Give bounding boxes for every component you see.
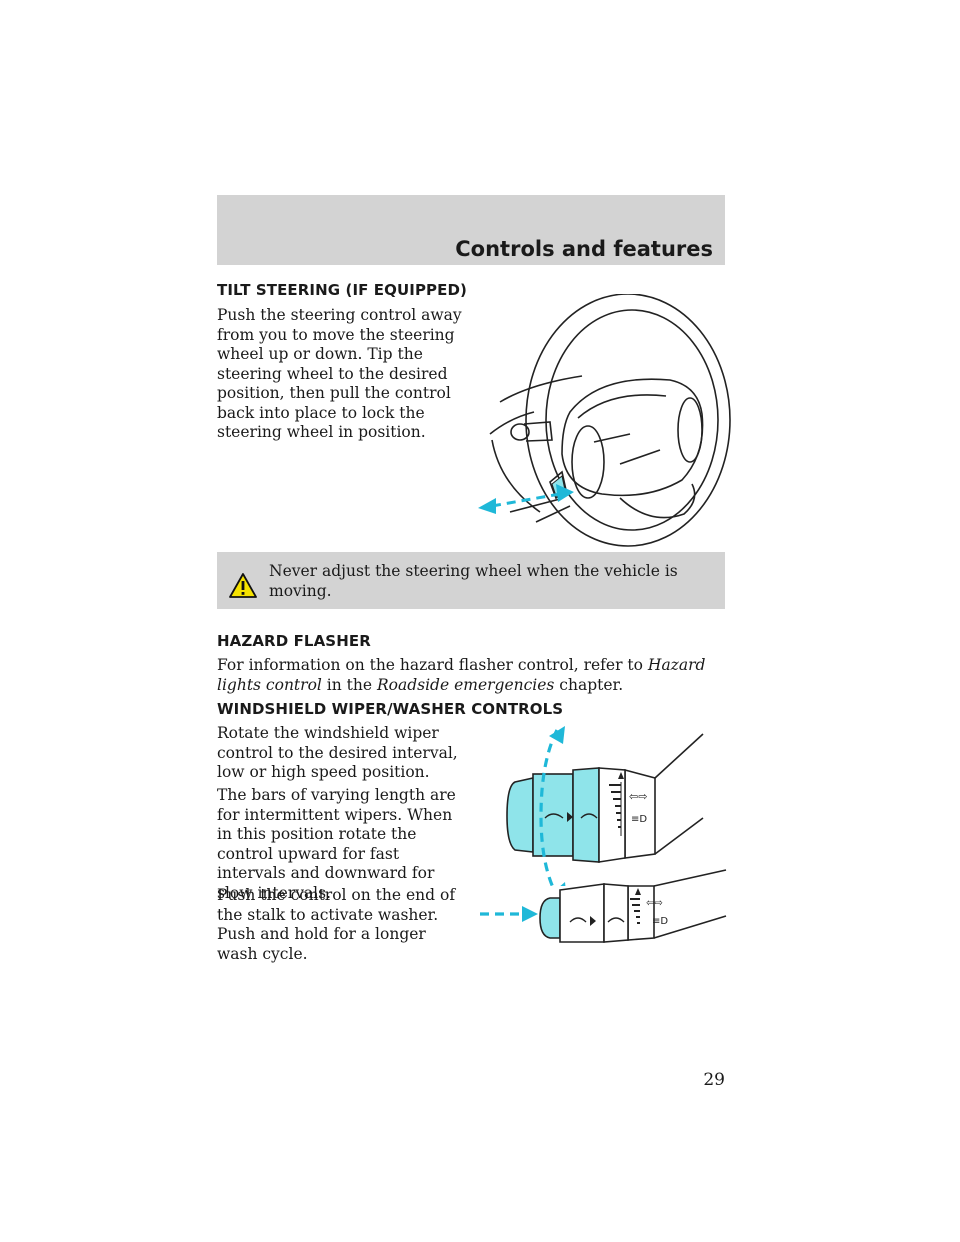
tilt-heading: TILT STEERING (IF EQUIPPED) xyxy=(217,281,467,299)
svg-text:≡D: ≡D xyxy=(652,916,668,927)
hazard-intro: For information on the hazard flasher co… xyxy=(217,656,648,674)
hazard-end: chapter. xyxy=(554,675,624,694)
svg-text:⇦⇨: ⇦⇨ xyxy=(629,790,647,803)
section-header: Controls and features xyxy=(217,195,725,265)
svg-text:≡D: ≡D xyxy=(631,814,647,825)
wiper-rotate-illustration: ⇦⇨ ≡D xyxy=(506,726,704,886)
page-number: 29 xyxy=(703,1070,725,1090)
wiper-push-illustration: ⇦⇨ ≡D xyxy=(480,869,727,943)
wiper-para-3: Push the control on the end of the stalk… xyxy=(217,886,456,963)
section-title: Controls and features xyxy=(455,237,713,261)
warning-text: Never adjust the steering wheel when the… xyxy=(269,562,678,600)
hazard-body: For information on the hazard flasher co… xyxy=(217,656,727,695)
hazard-middle: in the xyxy=(321,675,377,694)
warning-box: Never adjust the steering wheel when the… xyxy=(217,552,725,609)
hazard-heading: HAZARD FLASHER xyxy=(217,632,371,650)
warning-triangle-icon xyxy=(229,573,257,598)
wiper-para-2: The bars of varying length are for inter… xyxy=(217,786,456,902)
hazard-lights-control-ref: Hazard lights control xyxy=(217,656,706,694)
svg-text:⇦⇨: ⇦⇨ xyxy=(646,898,663,909)
wiper-heading: WINDSHIELD WIPER/WASHER CONTROLS xyxy=(217,700,564,718)
roadside-emergencies-ref: Roadside emergencies xyxy=(376,675,555,694)
tilt-body: Push the steering control away from you … xyxy=(217,306,462,441)
steering-wheel-illustration xyxy=(478,294,731,547)
wiper-para-1: Rotate the windshield wiper control to t… xyxy=(217,724,458,781)
